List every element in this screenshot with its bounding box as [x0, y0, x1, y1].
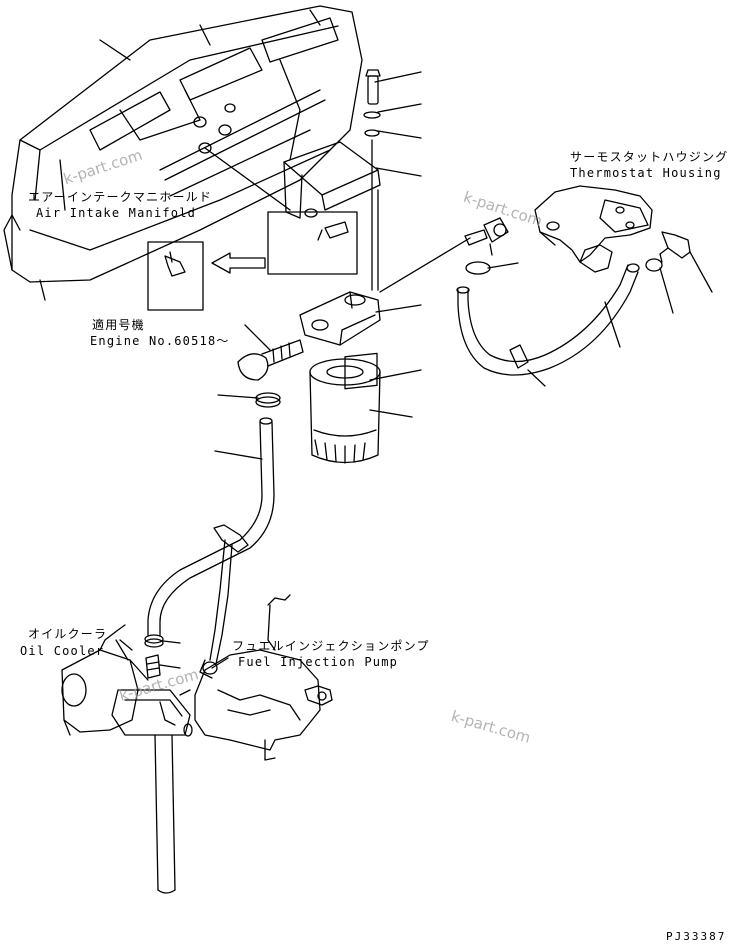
oil-cooler-fittings [144, 634, 181, 679]
left-fuel-hose [147, 417, 275, 665]
applicable-label-jp: 適用号機 [92, 318, 145, 332]
fuel-pump-label-jp: フュエルインジェクションポンプ [232, 639, 430, 653]
air-intake-label-en: Air Intake Manifold [36, 206, 197, 220]
right-fuel-hose [456, 261, 640, 387]
drawing-code: PJ33387 [666, 930, 727, 943]
fuel-injection-pump [179, 594, 333, 761]
fuel-filter-cartridge [309, 352, 422, 464]
tee-fitting [379, 217, 509, 293]
label-leaders [115, 639, 229, 669]
thermostat-label-jp: サーモスタットハウジング [570, 150, 729, 164]
banjo-fitting [217, 324, 304, 408]
thermostat-housing [534, 185, 653, 273]
oil-cooler-label-en: Oil Cooler [20, 644, 105, 658]
air-intake-manifold [3, 5, 363, 301]
air-intake-label-jp: エアーインテークマニホールド [28, 190, 213, 204]
oil-cooler-label-jp: オイルクーラ [28, 627, 108, 641]
detail-boxes [147, 208, 358, 311]
fuel-filter-head [299, 291, 422, 346]
applicable-label-en: Engine No.60518～ [90, 334, 230, 348]
mounting-hardware [283, 69, 422, 291]
fuel-pump-label-en: Fuel Injection Pump [238, 655, 399, 669]
oil-cooler [61, 624, 149, 736]
thermostat-elbow-fitting [645, 231, 713, 314]
thermostat-label-en: Thermostat Housing [570, 166, 722, 180]
lower-pipe [111, 689, 193, 894]
